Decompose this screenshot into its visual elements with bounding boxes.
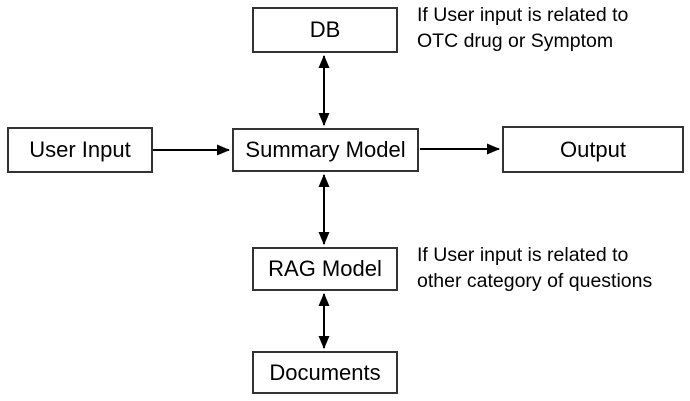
node-db-label: DB: [309, 17, 341, 42]
annotation-db-condition-line1: If User input is related to: [417, 4, 629, 26]
node-output: Output: [502, 126, 684, 173]
node-summary-model: Summary Model: [232, 128, 419, 172]
node-documents-label: Documents: [269, 359, 381, 385]
annotation-rag-condition: If User input is related to other catego…: [417, 242, 652, 294]
node-rag-model-label: RAG Model: [268, 256, 382, 281]
node-rag-model: RAG Model: [252, 247, 398, 291]
node-documents: Documents: [252, 351, 398, 394]
node-user-input: User Input: [7, 127, 153, 173]
annotation-db-condition: If User input is related to OTC drug or …: [417, 2, 628, 54]
node-db: DB: [252, 7, 398, 53]
annotation-rag-condition-line2: other category of questions: [417, 270, 653, 292]
node-summary-model-label: Summary Model: [245, 137, 406, 162]
annotation-rag-condition-line1: If User input is related to: [417, 244, 629, 266]
annotation-db-condition-line2: OTC drug or Symptom: [417, 30, 614, 52]
node-output-label: Output: [559, 136, 627, 162]
node-user-input-label: User Input: [29, 137, 131, 162]
